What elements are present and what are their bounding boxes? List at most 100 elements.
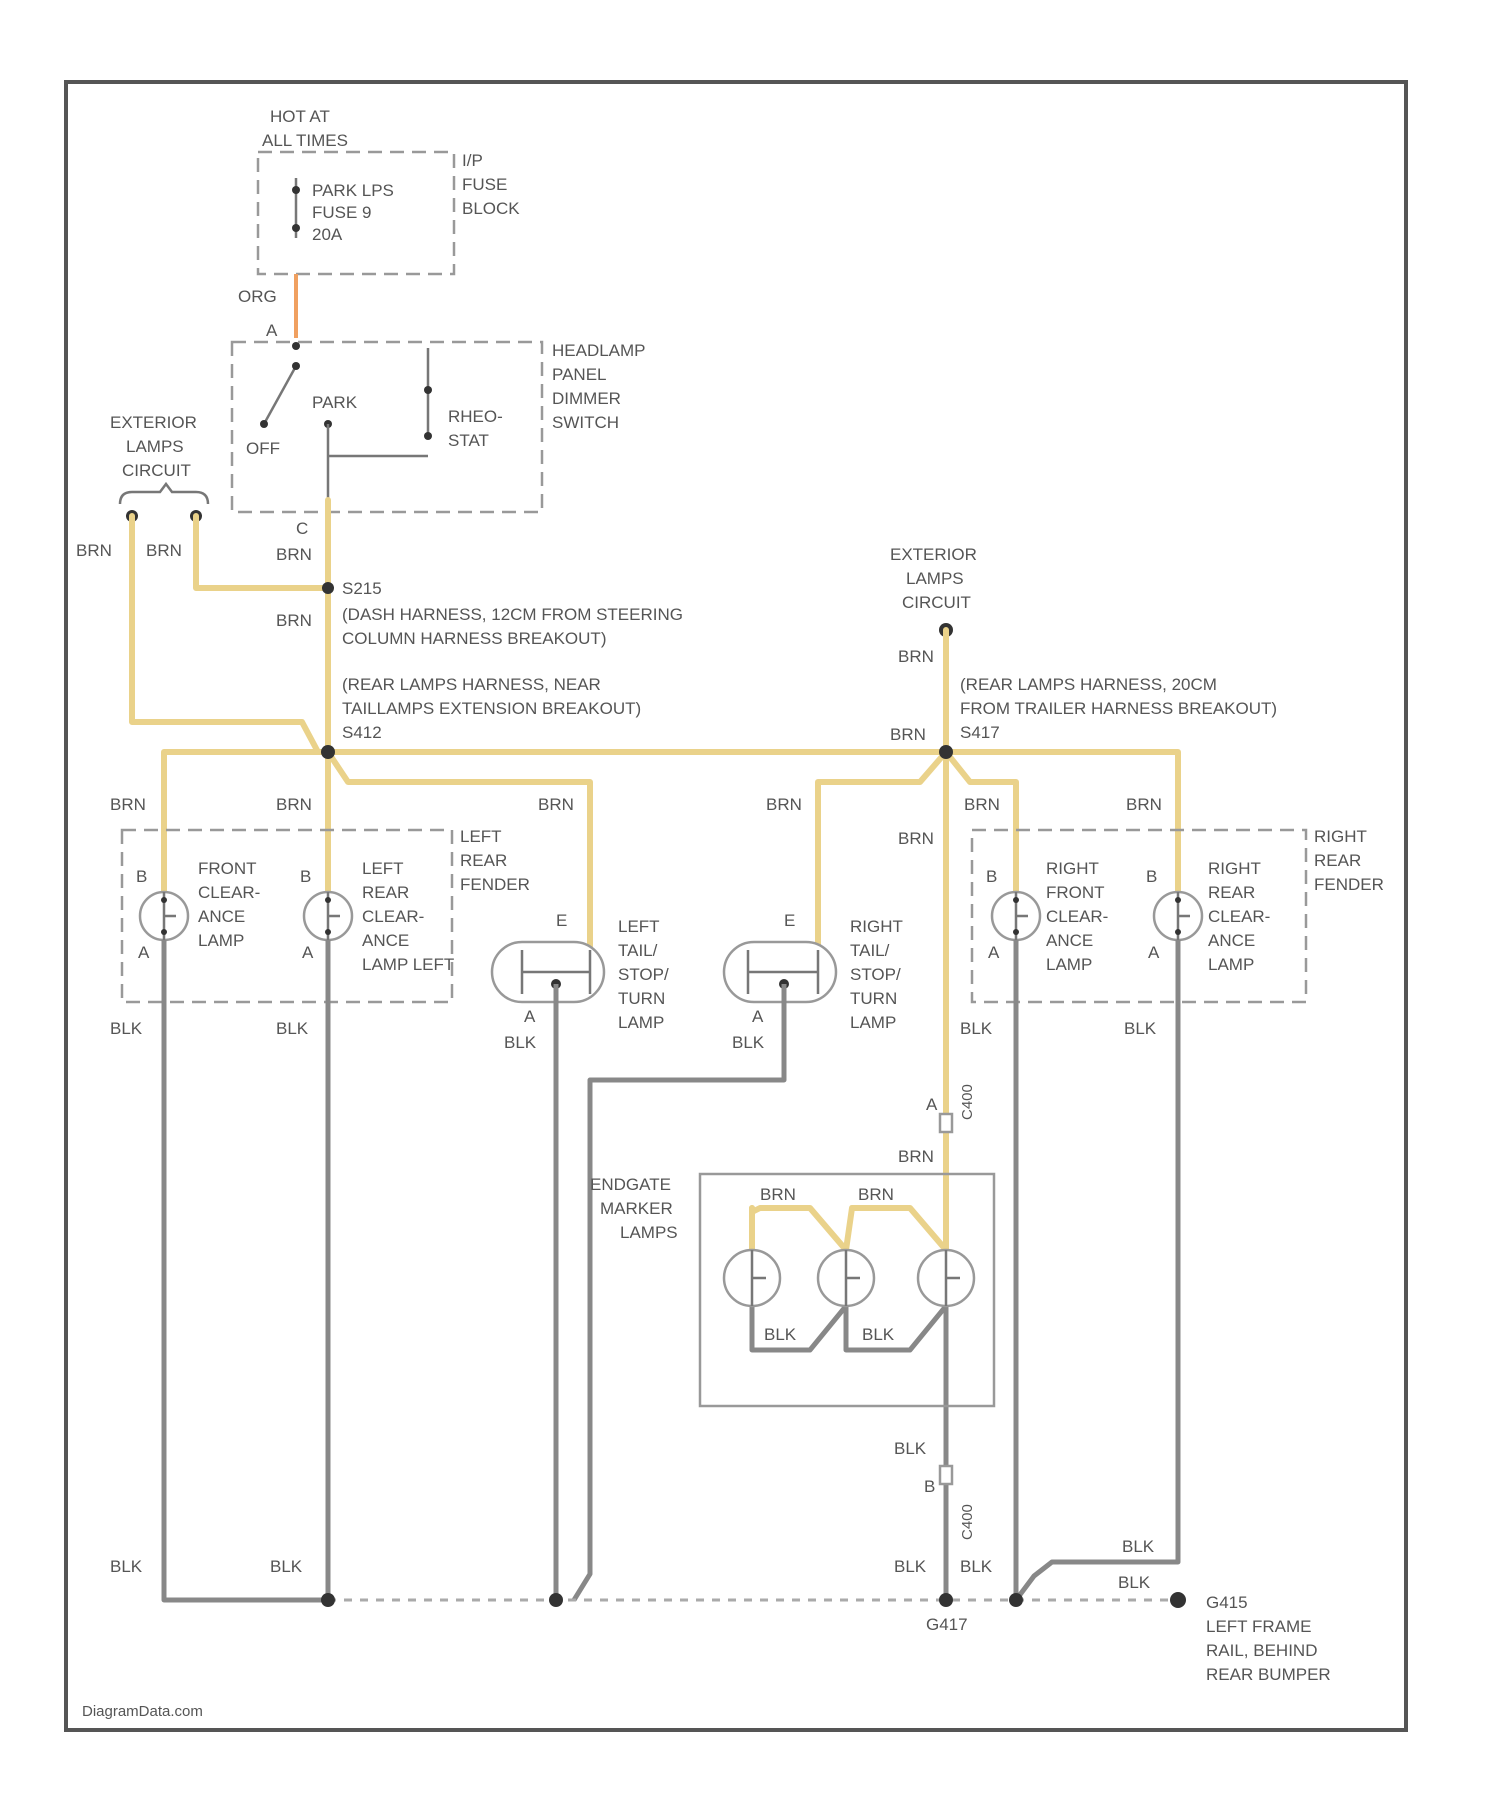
splice-s412-dot [321, 745, 335, 759]
endgate-line1: ENDGATE [590, 1175, 671, 1194]
switch-off-dot [260, 420, 268, 428]
fuse-dot-bottom [292, 224, 300, 232]
right-rear-clear-line1: RIGHT [1208, 859, 1261, 878]
ext-right-line3: CIRCUIT [902, 593, 971, 612]
right-tail-pin-a: A [752, 1007, 764, 1026]
switch-label-line3: DIMMER [552, 389, 621, 408]
ground-dot-g417 [939, 1593, 953, 1607]
switch-label-line2: PANEL [552, 365, 607, 384]
org-wire-label: ORG [238, 287, 277, 306]
right-rear-clear-pin-b: B [1146, 867, 1157, 886]
right-tail-line4: TURN [850, 989, 897, 1008]
s417-desc-line2: FROM TRAILER HARNESS BREAKOUT) [960, 699, 1277, 718]
ip-fuse-block-line1: I/P [462, 151, 483, 170]
splice-s417-label: S417 [960, 723, 1000, 742]
ground-dot-3 [1009, 1593, 1023, 1607]
front-clear-line2: CLEAR- [198, 883, 260, 902]
left-tail-pin-a: A [524, 1007, 536, 1026]
brn-label-front-clear: BRN [110, 795, 146, 814]
blk-label-front-clear: BLK [110, 1019, 143, 1038]
switch-input-dot [292, 342, 300, 350]
brn-label-left-tail: BRN [538, 795, 574, 814]
endgate-line3: LAMPS [620, 1223, 678, 1242]
right-tail-line3: STOP/ [850, 965, 901, 984]
brn-label-endgate-2: BRN [858, 1185, 894, 1204]
ext-left-line3: CIRCUIT [122, 461, 191, 480]
c400-a-body [940, 1114, 952, 1132]
blk-label-left-tail: BLK [504, 1033, 537, 1052]
right-rear-clear-line5: LAMP [1208, 955, 1254, 974]
left-rear-clear-pin-b: B [300, 867, 311, 886]
left-rear-clear-dot-bottom [325, 929, 331, 935]
s417-desc-line1: (REAR LAMPS HARNESS, 20CM [960, 675, 1217, 694]
left-rear-clear-line5: LAMP LEFT [362, 955, 454, 974]
brn-label-right-rear-clear: BRN [1126, 795, 1162, 814]
brn-label-ext-right: BRN [898, 647, 934, 666]
right-front-clear-dot-bottom [1013, 929, 1019, 935]
left-tail-line4: TURN [618, 989, 665, 1008]
right-front-clear-dot-top [1013, 897, 1019, 903]
front-clear-line3: ANCE [198, 907, 245, 926]
right-front-clear-pin-b: B [986, 867, 997, 886]
right-tail-pin-e: E [784, 911, 795, 930]
right-rear-clear-dot-bottom [1175, 929, 1181, 935]
left-rear-clear-line4: ANCE [362, 931, 409, 950]
switch-park-label: PARK [312, 393, 358, 412]
right-rear-clear-line2: REAR [1208, 883, 1255, 902]
right-front-clear-line1: RIGHT [1046, 859, 1099, 878]
ip-fuse-block-line2: FUSE [462, 175, 507, 194]
ground-dot-1 [321, 1593, 335, 1607]
ext-right-line2: LAMPS [906, 569, 964, 588]
fuse-label-line2: FUSE 9 [312, 203, 372, 222]
front-clear-pin-a: A [138, 943, 150, 962]
blk-label-bottom-5: BLK [1122, 1537, 1155, 1556]
rheostat-dot-top [424, 386, 432, 394]
hot-at-all-times-line2: ALL TIMES [262, 131, 348, 150]
g417-label: G417 [926, 1615, 968, 1634]
right-tail-line2: TAIL/ [850, 941, 890, 960]
right-front-clear-line2: FRONT [1046, 883, 1105, 902]
right-front-clear-line5: LAMP [1046, 955, 1092, 974]
blk-label-left-rear-clear: BLK [276, 1019, 309, 1038]
left-tail-line1: LEFT [618, 917, 660, 936]
blk-label-right-front-clear: BLK [960, 1019, 993, 1038]
blk-label-c400-lower: BLK [894, 1439, 927, 1458]
splice-s412-label: S412 [342, 723, 382, 742]
right-rear-clear-line4: ANCE [1208, 931, 1255, 950]
blk-label-right-tail: BLK [732, 1033, 765, 1052]
fuse-label-line3: 20A [312, 225, 343, 244]
blk-label-bottom-6: BLK [1118, 1573, 1151, 1592]
c400-b-body [940, 1466, 952, 1484]
ground-dot-g415 [1170, 1592, 1186, 1608]
left-rear-clear-line2: REAR [362, 883, 409, 902]
s215-desc-line1: (DASH HARNESS, 12CM FROM STEERING [342, 605, 683, 624]
brn-label-endgate-down: BRN [898, 829, 934, 848]
switch-label-line1: HEADLAMP [552, 341, 646, 360]
brn-label-endgate-1: BRN [760, 1185, 796, 1204]
rheostat-dot-bottom [424, 432, 432, 440]
rheostat-label-line2: STAT [448, 431, 489, 450]
brn-label-s417-left: BRN [890, 725, 926, 744]
ip-fuse-block-line3: BLOCK [462, 199, 520, 218]
s412-desc-line2: TAILLAMPS EXTENSION BREAKOUT) [342, 699, 641, 718]
brn-label-c400: BRN [898, 1147, 934, 1166]
endgate-line2: MARKER [600, 1199, 673, 1218]
left-tail-line3: STOP/ [618, 965, 669, 984]
left-rear-clear-line1: LEFT [362, 859, 404, 878]
front-clear-dot-bottom [161, 929, 167, 935]
ext-right-line1: EXTERIOR [890, 545, 977, 564]
switch-pin-c: C [296, 519, 308, 538]
switch-pivot [292, 362, 300, 370]
g415-line3: RAIL, BEHIND [1206, 1641, 1317, 1660]
left-rear-fender-line3: FENDER [460, 875, 530, 894]
brn-label-switch: BRN [276, 545, 312, 564]
brn-label-left-rear-clear: BRN [276, 795, 312, 814]
brn-label-right-tail: BRN [766, 795, 802, 814]
front-clear-dot-top [161, 897, 167, 903]
g415-line2: LEFT FRAME [1206, 1617, 1311, 1636]
brn-label-right-front-clear: BRN [964, 795, 1000, 814]
hot-at-all-times-line1: HOT AT [270, 107, 330, 126]
ext-left-line2: LAMPS [126, 437, 184, 456]
left-tail-line5: LAMP [618, 1013, 664, 1032]
